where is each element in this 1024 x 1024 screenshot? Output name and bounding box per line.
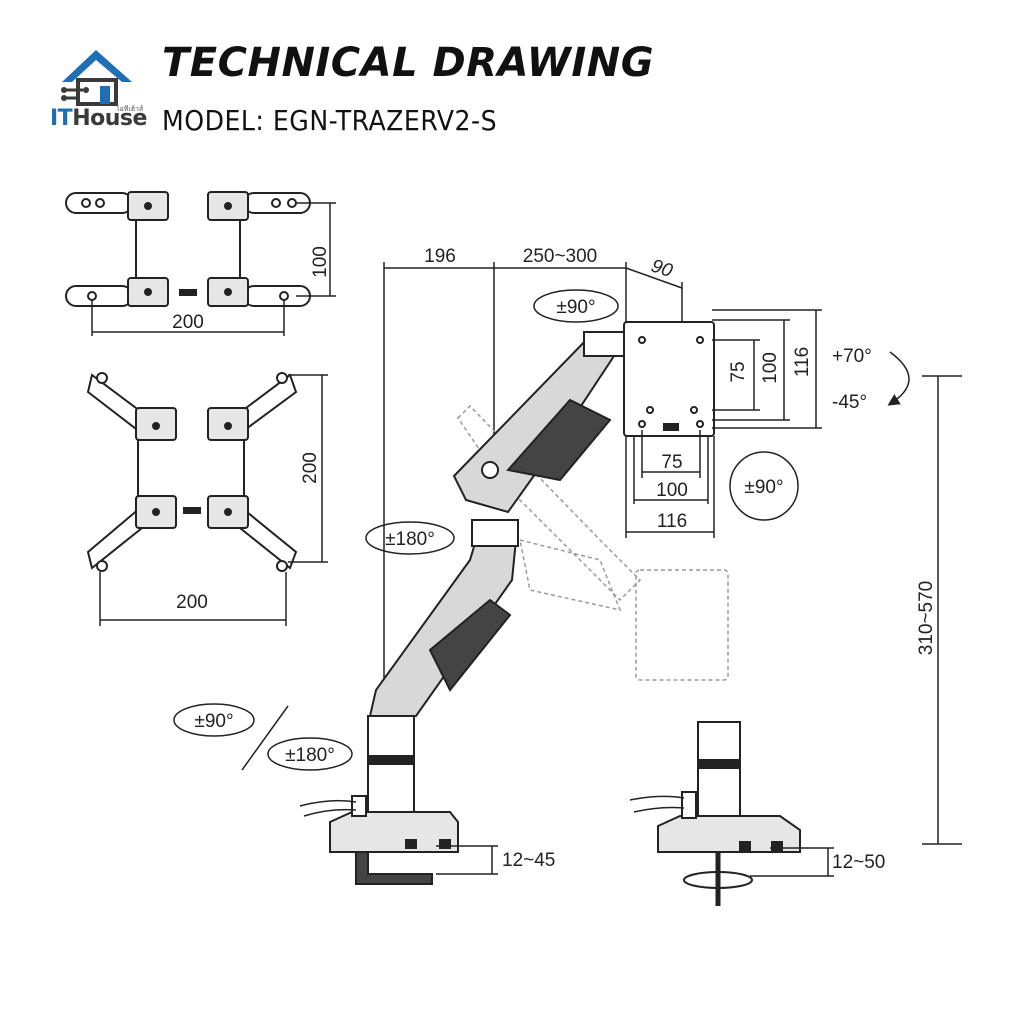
- page-title: TECHNICAL DRAWING: [162, 40, 655, 86]
- house-logo-icon: [61, 50, 132, 106]
- height-range-label: 310~570: [916, 581, 937, 656]
- vesa-75-vertical: 75: [728, 361, 749, 382]
- plate-small-height: 100: [310, 246, 331, 278]
- tilt-arc-icon: [887, 351, 910, 406]
- vesa-116-vertical: 116: [792, 347, 813, 377]
- rotation-elbow-label: ±180°: [385, 529, 435, 550]
- dim-reach: 250~300: [523, 246, 598, 267]
- rotation-top-label: ±90°: [556, 297, 595, 318]
- rotation-ellipse-base-180: [267, 737, 353, 771]
- rotation-circle-plate: [729, 451, 799, 521]
- logo-wordmark: ITHouse: [50, 106, 147, 131]
- vesa-116-horizontal: 116: [657, 511, 687, 532]
- rotation-ellipse-top: [533, 289, 619, 323]
- dim-196: 196: [424, 246, 456, 267]
- vesa-plate-small: [65, 191, 311, 307]
- tilt-up-label: +70°: [832, 346, 872, 367]
- rotation-ellipse-base-90: [173, 703, 255, 737]
- base-rotation-90-label: ±90°: [194, 711, 233, 732]
- vesa-plate-large: [86, 372, 298, 572]
- base-rotation-180-label: ±180°: [285, 745, 335, 766]
- model-label: MODEL: EGN-TRAZERV2-S: [162, 104, 498, 137]
- clamp-base-left: [329, 715, 459, 885]
- rotation-ellipse-elbow: [365, 521, 455, 555]
- upper-arm: [452, 331, 629, 514]
- grommet-range-label: 12~50: [832, 852, 885, 873]
- vesa-75-horizontal: 75: [661, 452, 682, 473]
- vesa-100-vertical: 100: [760, 352, 781, 384]
- rotation-plate-label: ±90°: [744, 477, 783, 498]
- vesa-100-horizontal: 100: [656, 480, 688, 501]
- clamp-range-label: 12~45: [502, 850, 555, 871]
- plate-small-width: 200: [172, 312, 204, 333]
- logo-tagline: ไอทีเฮ้าส์: [116, 106, 144, 113]
- tilt-down-label: -45°: [832, 392, 867, 413]
- plate-large-width: 200: [176, 592, 208, 613]
- grommet-base-right: [657, 721, 801, 906]
- plate-large-height: 200: [300, 452, 321, 484]
- monitor-plate: [623, 321, 715, 437]
